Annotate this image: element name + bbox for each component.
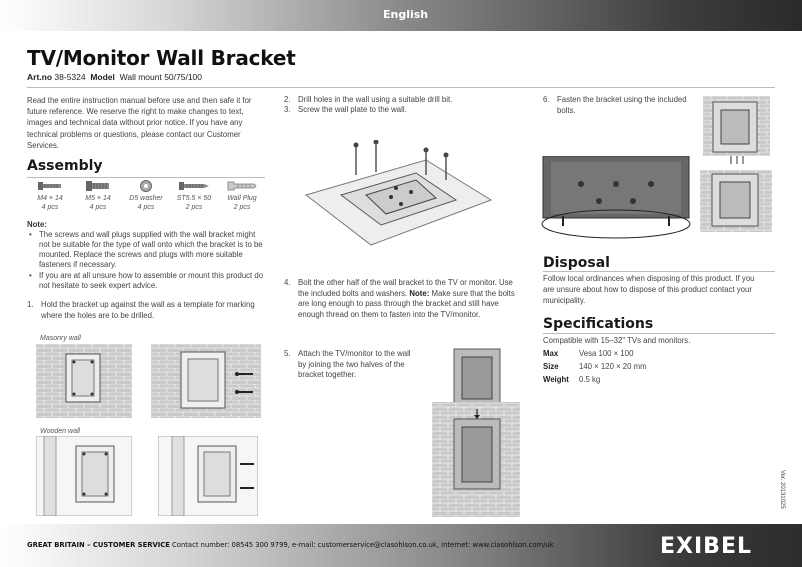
footer-bar: GREAT BRITAIN – CUSTOMER SERVICE Contact… xyxy=(0,524,802,567)
notes-list: The screws and wall plugs supplied with … xyxy=(27,230,267,292)
masonry-label: Masonry wall xyxy=(40,335,81,342)
fasten-bracket-illustration xyxy=(703,96,770,164)
step-4: 4.Bolt the other half of the wall bracke… xyxy=(284,278,515,319)
specifications-heading: Specifications xyxy=(543,316,654,332)
compatibility-text: Compatible with 15–32" TVs and monitors. xyxy=(543,336,691,345)
step-1: 1.Hold the bracket up against the wall a… xyxy=(27,300,255,320)
wall-plate-illustration xyxy=(304,140,493,246)
step-3: 3.Screw the wall plate to the wall. xyxy=(284,105,407,114)
screw-icon xyxy=(38,182,61,190)
language-label: English xyxy=(383,8,429,21)
title-divider xyxy=(27,87,775,88)
disposal-heading: Disposal xyxy=(543,255,610,271)
disposal-text: Follow local ordinances when disposing o… xyxy=(543,274,755,306)
screw-icon xyxy=(86,181,109,191)
masonry-wall-illustration xyxy=(36,344,132,418)
specifications-divider xyxy=(543,333,775,334)
list-item: If you are at all unsure how to assemble… xyxy=(27,271,267,291)
brand-logo: EXIBEL xyxy=(660,534,752,559)
masonry-wall-drilled-illustration xyxy=(151,344,261,418)
fastened-bracket-illustration xyxy=(700,170,772,232)
version-label: Ver. 20131025 xyxy=(779,470,785,509)
wall-plug-icon xyxy=(227,181,257,191)
list-item: The screws and wall plugs supplied with … xyxy=(27,230,267,270)
wood-screw-icon xyxy=(179,182,209,190)
wooden-label: Wooden wall xyxy=(40,428,81,435)
washer-icon xyxy=(140,180,152,192)
wooden-wall-illustration xyxy=(36,436,132,516)
note-label: Note: xyxy=(27,220,47,229)
step-5: 5.Attach the TV/monitor to the wall by j… xyxy=(284,349,411,379)
intro-text: Read the entire instruction manual befor… xyxy=(27,96,252,150)
attach-monitor-illustration xyxy=(432,348,520,517)
disposal-divider xyxy=(543,271,775,272)
page-title: TV/Monitor Wall Bracket xyxy=(27,46,296,70)
customer-service-text: GREAT BRITAIN – CUSTOMER SERVICE Contact… xyxy=(27,541,554,549)
assembly-heading: Assembly xyxy=(27,158,103,174)
monitor-back-illustration xyxy=(541,156,691,239)
step-2: 2.Drill holes in the wall using a suitab… xyxy=(284,95,453,104)
assembly-divider xyxy=(27,177,265,178)
wooden-wall-drilled-illustration xyxy=(158,436,258,516)
step-6: 6.Fasten the bracket using the included … xyxy=(543,95,687,115)
header-bar: English xyxy=(0,0,802,31)
article-number: Art.no 38-5324 Model Wall mount 50/75/10… xyxy=(27,72,203,82)
